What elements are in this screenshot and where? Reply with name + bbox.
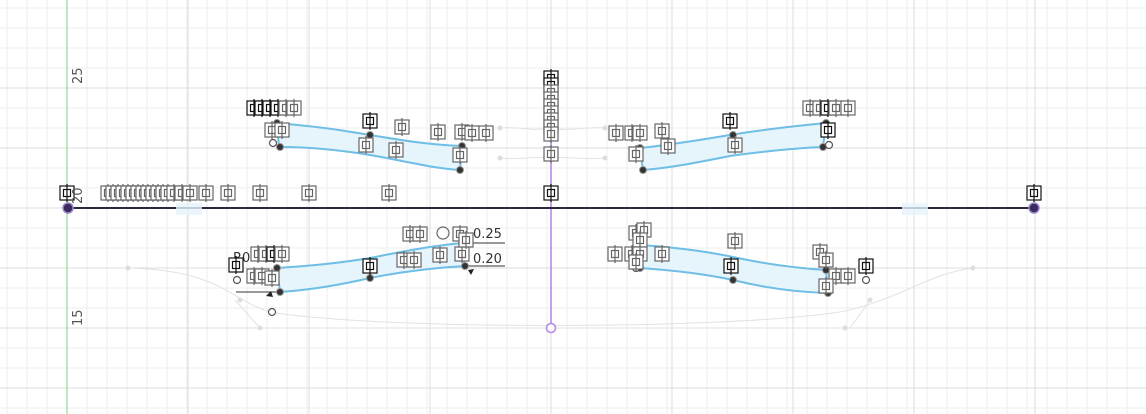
spline-curve[interactable] <box>279 146 461 171</box>
coincident-constraint-icon[interactable] <box>220 184 236 202</box>
y-axis-label-15: 15 <box>71 309 86 326</box>
coincident-constraint-icon[interactable] <box>818 251 834 269</box>
coincident-constraint-icon[interactable] <box>362 112 378 130</box>
coincident-constraint-icon[interactable] <box>458 231 474 249</box>
coincident-constraint-icon[interactable] <box>394 118 410 136</box>
coincident-constraint-icon[interactable] <box>660 137 676 155</box>
coincident-constraint-icon[interactable] <box>723 257 739 275</box>
coincident-constraint-icon[interactable] <box>252 184 268 202</box>
line-endpoint-left[interactable] <box>62 202 74 214</box>
coincident-constraint-icon[interactable] <box>654 245 670 263</box>
line-endpoint-right[interactable] <box>1028 202 1040 214</box>
sketch-point-icon[interactable] <box>276 143 284 151</box>
coincident-constraint-icon[interactable] <box>478 124 494 142</box>
coincident-constraint-icon[interactable] <box>607 245 623 263</box>
sketch-point-icon[interactable] <box>639 166 647 174</box>
coincident-constraint-icon[interactable] <box>432 246 448 264</box>
sketch-point-icon[interactable] <box>232 275 242 285</box>
coincident-constraint-icon[interactable] <box>454 245 470 263</box>
coincident-constraint-icon[interactable] <box>274 121 290 139</box>
y-axis-label-25: 25 <box>71 67 86 84</box>
coincident-constraint-icon[interactable] <box>608 124 624 142</box>
coincident-constraint-icon[interactable] <box>543 125 559 143</box>
coincident-constraint-icon[interactable] <box>727 232 743 250</box>
coincident-constraint-icon[interactable] <box>632 231 648 249</box>
coincident-constraint-icon[interactable] <box>464 124 480 142</box>
coincident-constraint-icon[interactable] <box>182 184 198 202</box>
y-axis-label-20: 20 <box>71 187 86 204</box>
coincident-constraint-icon[interactable] <box>628 145 644 163</box>
coincident-constraint-icon[interactable] <box>286 99 302 117</box>
coincident-constraint-icon[interactable] <box>632 124 648 142</box>
coincident-constraint-icon[interactable] <box>381 184 397 202</box>
sketch-point-icon[interactable] <box>861 275 871 285</box>
sketch-point-icon[interactable] <box>276 288 284 296</box>
line-midpoint-marker <box>902 203 928 215</box>
dimension-icon <box>436 226 450 240</box>
sketch-point-icon[interactable] <box>729 276 737 284</box>
coincident-constraint-icon[interactable] <box>59 184 75 202</box>
coincident-constraint-icon[interactable] <box>452 146 468 164</box>
coincident-constraint-icon[interactable] <box>228 256 244 274</box>
dimension-lower-value[interactable]: 0.20 <box>473 252 502 267</box>
sketch-point-icon[interactable] <box>267 307 277 317</box>
center-line-bottom-point[interactable] <box>545 322 557 334</box>
coincident-constraint-icon[interactable] <box>362 257 378 275</box>
constraint-glyphs[interactable] <box>59 69 1042 295</box>
coincident-constraint-icon[interactable] <box>430 123 446 141</box>
coincident-constraint-icon[interactable] <box>820 121 836 139</box>
coincident-constraint-icon[interactable] <box>406 251 422 269</box>
dimension-arrow <box>266 291 273 297</box>
sketch-point-icon[interactable] <box>456 166 464 174</box>
coincident-constraint-icon[interactable] <box>840 267 856 285</box>
coincident-constraint-icon[interactable] <box>274 245 290 263</box>
coincident-constraint-icon[interactable] <box>264 269 280 287</box>
coincident-constraint-icon[interactable] <box>543 145 559 163</box>
coincident-constraint-icon[interactable] <box>722 112 738 130</box>
coincident-constraint-icon[interactable] <box>1026 184 1042 202</box>
coincident-constraint-icon[interactable] <box>654 122 670 140</box>
coincident-constraint-icon[interactable] <box>543 184 559 202</box>
coincident-constraint-icon[interactable] <box>412 225 428 243</box>
sketch-point-icon[interactable] <box>824 140 834 150</box>
dimension-arrow <box>468 269 474 275</box>
coincident-constraint-icon[interactable] <box>840 99 856 117</box>
coincident-constraint-icon[interactable] <box>358 136 374 154</box>
coincident-constraint-icon[interactable] <box>628 253 644 271</box>
coincident-constraint-icon[interactable] <box>858 257 874 275</box>
ghost-points <box>125 125 976 331</box>
coincident-constraint-icon[interactable] <box>727 136 743 154</box>
coincident-constraint-icon[interactable] <box>198 184 214 202</box>
spline-curve[interactable] <box>642 146 824 171</box>
coincident-constraint-icon[interactable] <box>818 277 834 295</box>
coincident-constraint-icon[interactable] <box>388 141 404 159</box>
dimension-upper-value[interactable]: 0.25 <box>473 227 502 242</box>
sketch-point-icon[interactable] <box>268 138 278 148</box>
line-midpoint-marker <box>176 203 202 215</box>
sketch-point-icon[interactable] <box>461 262 469 270</box>
coincident-constraint-icon[interactable] <box>301 184 317 202</box>
sketch-point-icon[interactable] <box>366 274 374 282</box>
